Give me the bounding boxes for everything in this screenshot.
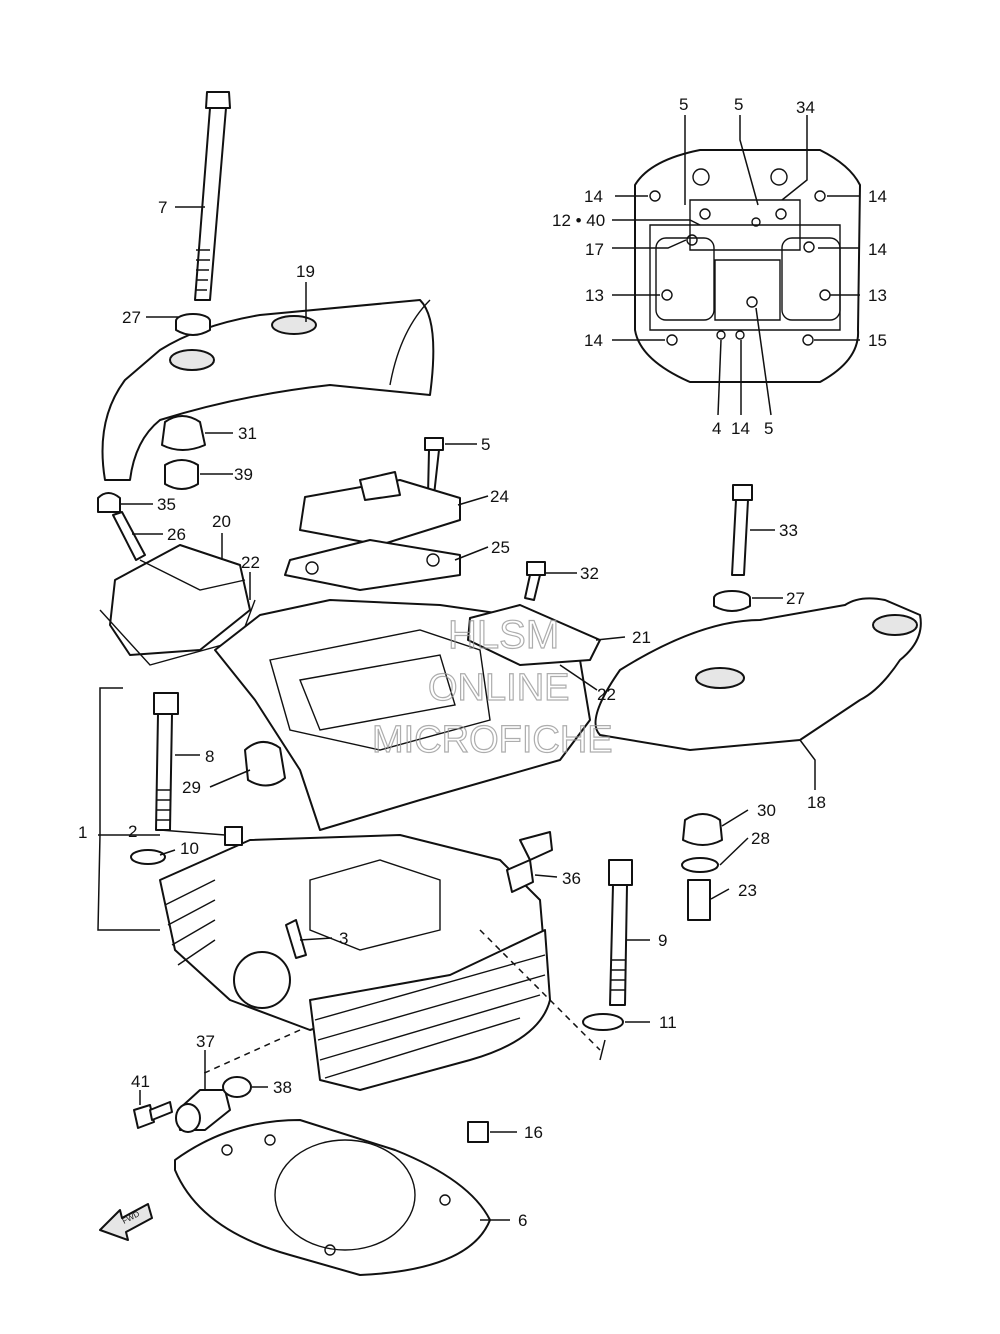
bolt-41 bbox=[133, 1101, 173, 1129]
fwd-arrow-icon: FWD bbox=[99, 1203, 153, 1241]
watermark-line-2: ONLINE bbox=[428, 667, 569, 709]
callout-37: 37 bbox=[196, 1032, 215, 1051]
callout-14: 14 bbox=[731, 419, 750, 438]
callout-41: 41 bbox=[131, 1072, 150, 1091]
washer-28 bbox=[681, 857, 719, 873]
callout-23: 23 bbox=[738, 881, 757, 900]
callout-25: 25 bbox=[491, 538, 510, 557]
stud-3 bbox=[285, 919, 307, 959]
callout-14: 14 bbox=[868, 240, 887, 259]
callout-9: 9 bbox=[658, 931, 667, 950]
callout-20: 20 bbox=[212, 512, 231, 531]
bolt-9 bbox=[608, 859, 633, 1006]
callout-32: 32 bbox=[580, 564, 599, 583]
callout-21: 21 bbox=[632, 628, 651, 647]
watermark-line-1: HLSM bbox=[448, 613, 559, 657]
callout-5: 5 bbox=[481, 435, 490, 454]
pipe-37 bbox=[175, 1089, 231, 1133]
callout-33: 33 bbox=[779, 521, 798, 540]
dowel-2 bbox=[224, 826, 243, 846]
grommet-27-right bbox=[713, 590, 751, 612]
callout-22: 22 bbox=[597, 685, 616, 704]
seal-29 bbox=[244, 741, 286, 787]
spark-plug-36 bbox=[506, 831, 553, 893]
callout-labels: 5 5 34 14 14 12 • 40 17 14 13 13 14 15 4… bbox=[78, 95, 887, 1230]
callout-5: 5 bbox=[679, 95, 688, 114]
callout-17: 17 bbox=[585, 240, 604, 259]
washer-10 bbox=[130, 849, 166, 865]
callout-18: 18 bbox=[807, 793, 826, 812]
gasket-21 bbox=[467, 604, 601, 666]
callout-29: 29 bbox=[182, 778, 201, 797]
callout-35: 35 bbox=[157, 495, 176, 514]
o-ring-38 bbox=[222, 1076, 252, 1098]
bolt-8 bbox=[153, 692, 179, 831]
collar-23 bbox=[687, 879, 711, 921]
bolt-32 bbox=[524, 561, 546, 601]
callout-1: 1 bbox=[78, 823, 87, 842]
callout-8: 8 bbox=[205, 747, 214, 766]
head-cover-19 bbox=[101, 299, 435, 481]
nut-35 bbox=[97, 492, 121, 513]
bolt-5-upper bbox=[424, 437, 444, 496]
cover-24 bbox=[299, 471, 461, 546]
callout-4: 4 bbox=[712, 419, 721, 438]
leader-lines bbox=[97, 115, 860, 1221]
callout-13: 13 bbox=[585, 286, 604, 305]
callout-3: 3 bbox=[339, 929, 348, 948]
callout-36: 36 bbox=[562, 869, 581, 888]
callout-6: 6 bbox=[518, 1211, 527, 1230]
callout-31: 31 bbox=[238, 424, 257, 443]
callout-34: 34 bbox=[796, 98, 815, 117]
callout-39: 39 bbox=[234, 465, 253, 484]
stud-26 bbox=[112, 511, 146, 561]
callout-11: 11 bbox=[659, 1013, 677, 1032]
callout-27: 27 bbox=[786, 589, 805, 608]
callout-7: 7 bbox=[158, 198, 167, 217]
grommet-30 bbox=[682, 813, 723, 846]
callout-5: 5 bbox=[764, 419, 773, 438]
watermark: HLSM ONLINE MICROFICHE bbox=[371, 612, 613, 761]
callout-5: 5 bbox=[734, 95, 743, 114]
callout-14: 14 bbox=[584, 331, 603, 350]
gasket-25 bbox=[284, 539, 461, 591]
bolt-33 bbox=[731, 484, 753, 576]
callout-14: 14 bbox=[868, 187, 887, 206]
callout-15: 15 bbox=[868, 331, 887, 350]
grommet-27-left bbox=[175, 313, 211, 336]
callout-24: 24 bbox=[490, 487, 509, 506]
head-cover-18 bbox=[594, 597, 922, 751]
callout-22: 22 bbox=[241, 553, 260, 572]
callout-12-40: 12 • 40 bbox=[552, 211, 605, 230]
watermark-line-3: MICROFICHE bbox=[372, 719, 613, 761]
bolt-7 bbox=[194, 91, 231, 301]
dowel-16 bbox=[467, 1121, 489, 1143]
callout-16: 16 bbox=[524, 1123, 543, 1142]
inset-head-underside bbox=[634, 149, 861, 383]
callout-38: 38 bbox=[273, 1078, 292, 1097]
callout-19: 19 bbox=[296, 262, 315, 281]
grommet-31 bbox=[161, 415, 206, 451]
callout-27: 27 bbox=[122, 308, 141, 327]
collar-39 bbox=[164, 459, 199, 490]
washer-11 bbox=[582, 1013, 624, 1031]
callout-30: 30 bbox=[757, 801, 776, 820]
callout-10: 10 bbox=[180, 839, 199, 858]
cap-20 bbox=[99, 544, 256, 666]
cylinder-head-1 bbox=[159, 599, 591, 1091]
callout-14: 14 bbox=[584, 187, 603, 206]
callout-28: 28 bbox=[751, 829, 770, 848]
callout-26: 26 bbox=[167, 525, 186, 544]
callout-2: 2 bbox=[128, 822, 137, 841]
callout-13: 13 bbox=[868, 286, 887, 305]
head-gasket-6 bbox=[174, 1119, 491, 1276]
